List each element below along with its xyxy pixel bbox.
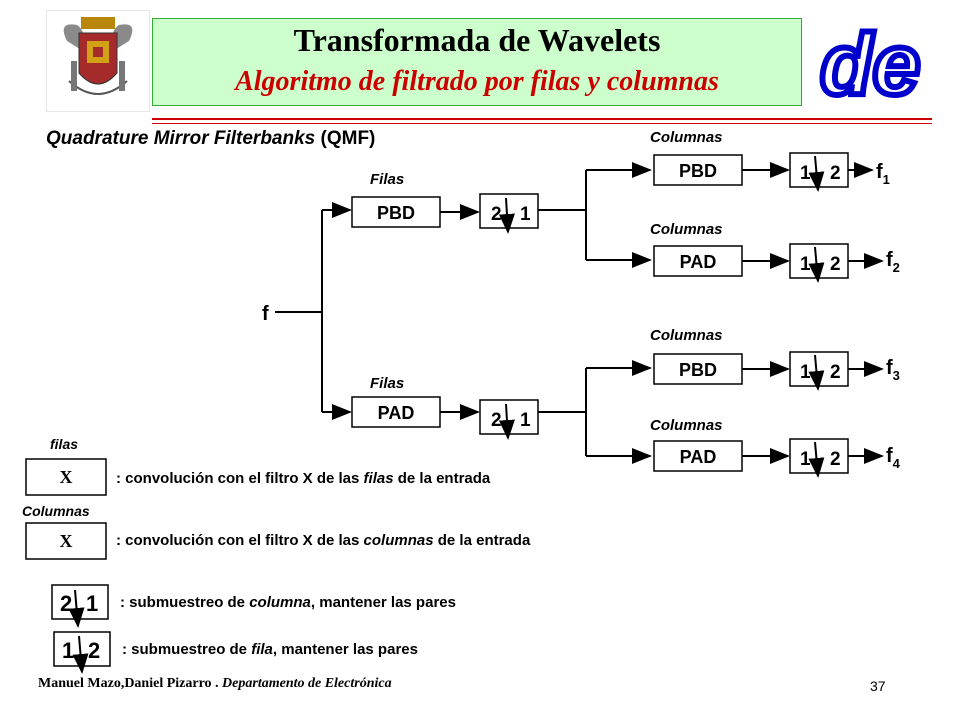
legend-col-filter-symbol: X xyxy=(60,531,73,551)
slide-title: Transformada de Wavelets xyxy=(293,22,661,58)
de-logo-icon: de xyxy=(817,18,922,108)
legend-col-filter-text: : convolución con el filtro X de las col… xyxy=(116,532,530,549)
col-ds-4-digit-1: 1 xyxy=(800,449,811,470)
col-ds-1-digit-2: 2 xyxy=(830,163,841,184)
col-stage-label-2: Columnas xyxy=(650,221,723,238)
col-ds-3-digit-1: 1 xyxy=(800,362,811,383)
logo-text: de xyxy=(820,18,920,108)
legend-row-filter-text: : convolución con el filtro X de las fil… xyxy=(116,470,490,487)
col-ds-1-arrow xyxy=(808,155,825,192)
col-filter-label-3: PBD xyxy=(679,360,717,380)
legend-col-ds-text: : submuestreo de fila, mantener las pare… xyxy=(122,641,418,658)
page-number: 37 xyxy=(870,678,886,694)
col-ds-2-digit-2: 2 xyxy=(830,254,841,275)
output-f4: f4 xyxy=(886,445,901,471)
col-ds-4-digit-2: 2 xyxy=(830,449,841,470)
row-high-filter-label: PAD xyxy=(378,403,415,423)
col-ds-2-digit-1: 1 xyxy=(800,254,811,275)
row-low-ds-digit-1: 2 xyxy=(491,204,502,225)
col-filter-label-2: PAD xyxy=(680,252,717,272)
col-stage-label-4: Columnas xyxy=(650,417,723,434)
footer-credits: Manuel Mazo,Daniel Pizarro . Departament… xyxy=(38,676,392,692)
legend-rds-text-italic: columna xyxy=(249,594,311,611)
footer-authors: Manuel Mazo,Daniel Pizarro . xyxy=(38,676,223,691)
output-f1: f1 xyxy=(876,161,890,187)
legend-row-text-b: de la entrada xyxy=(393,470,491,487)
output-f2: f2 xyxy=(886,249,900,275)
legend-col-text-a: : convolución con el filtro X de las xyxy=(116,532,364,549)
header-divider-thin xyxy=(152,123,932,124)
col-stage-label-3: Columnas xyxy=(650,327,723,344)
row-stage-label-top: Filas xyxy=(370,171,404,188)
legend-cds-text-a: : submuestreo de xyxy=(122,641,252,658)
header-divider xyxy=(152,118,932,120)
legend-row-filter-box xyxy=(25,458,107,496)
input-signal-label: f xyxy=(262,303,269,325)
col-filter-box-2 xyxy=(653,245,743,277)
footer-department: Departamento de Electrónica xyxy=(222,676,392,691)
legend-rds-text-a: : submuestreo de xyxy=(120,594,250,611)
legend-col-text-b: de la entrada xyxy=(433,532,531,549)
col-filter-label-1: PBD xyxy=(679,161,717,181)
col-ds-2-arrow xyxy=(808,246,825,283)
legend-columnas-label: Columnas xyxy=(22,503,90,519)
legend-row-ds-text: : submuestreo de columna, mantener las p… xyxy=(120,594,456,611)
legend-col-ds-digit-1: 1 xyxy=(62,638,74,663)
university-crest xyxy=(46,10,150,112)
row-low-ds-arrow xyxy=(498,197,515,234)
row-low-filter-label: PBD xyxy=(377,203,415,223)
department-logo: de xyxy=(812,18,922,108)
section-heading: Quadrature Mirror Filterbanks (QMF) xyxy=(46,128,375,150)
slide-subtitle: Algoritmo de filtrado por filas y column… xyxy=(235,66,719,97)
row-high-ds-digit-1: 2 xyxy=(491,410,502,431)
legend-cds-text-italic: fila xyxy=(251,641,273,658)
legend-col-ds-digit-2: 2 xyxy=(88,638,100,663)
col-filter-box-1 xyxy=(653,154,743,186)
row-low-filter-box xyxy=(351,196,441,228)
col-filter-box-4 xyxy=(653,440,743,472)
legend-cds-text-b: , mantener las pares xyxy=(272,641,418,658)
col-filter-label-4: PAD xyxy=(680,447,717,467)
col-ds-3-arrow xyxy=(808,354,825,391)
legend-row-ds-digit-1: 2 xyxy=(60,591,72,616)
crest-emblem-icon xyxy=(63,17,133,95)
legend-col-ds-arrow xyxy=(72,635,89,674)
title-banner xyxy=(152,18,802,106)
legend-col-filter-box xyxy=(25,522,107,560)
row-high-ds-arrow xyxy=(498,403,515,440)
section-heading-italic: Quadrature Mirror Filterbanks xyxy=(46,128,316,149)
row-stage-label-bottom: Filas xyxy=(370,375,404,392)
row-high-filter-box xyxy=(351,396,441,428)
legend-row-ds-arrow xyxy=(68,589,85,628)
col-ds-3-digit-2: 2 xyxy=(830,362,841,383)
row-low-ds-digit-2: 1 xyxy=(520,204,531,225)
legend-row-filter-symbol: X xyxy=(60,467,73,487)
col-stage-label-1: Columnas xyxy=(650,129,723,146)
legend-row-text-italic: filas xyxy=(363,470,394,487)
col-ds-4-arrow xyxy=(808,441,825,478)
legend-col-text-italic: columnas xyxy=(363,532,434,549)
legend-rds-text-b: , mantener las pares xyxy=(310,594,456,611)
col-ds-1-digit-1: 1 xyxy=(800,163,811,184)
section-heading-rest: (QMF) xyxy=(315,128,376,149)
legend-filas-label: filas xyxy=(50,436,78,452)
output-f3: f3 xyxy=(886,357,900,383)
legend-row-text-a: : convolución con el filtro X de las xyxy=(116,470,364,487)
legend-row-ds-digit-2: 1 xyxy=(86,591,98,616)
row-high-ds-digit-2: 1 xyxy=(520,410,531,431)
